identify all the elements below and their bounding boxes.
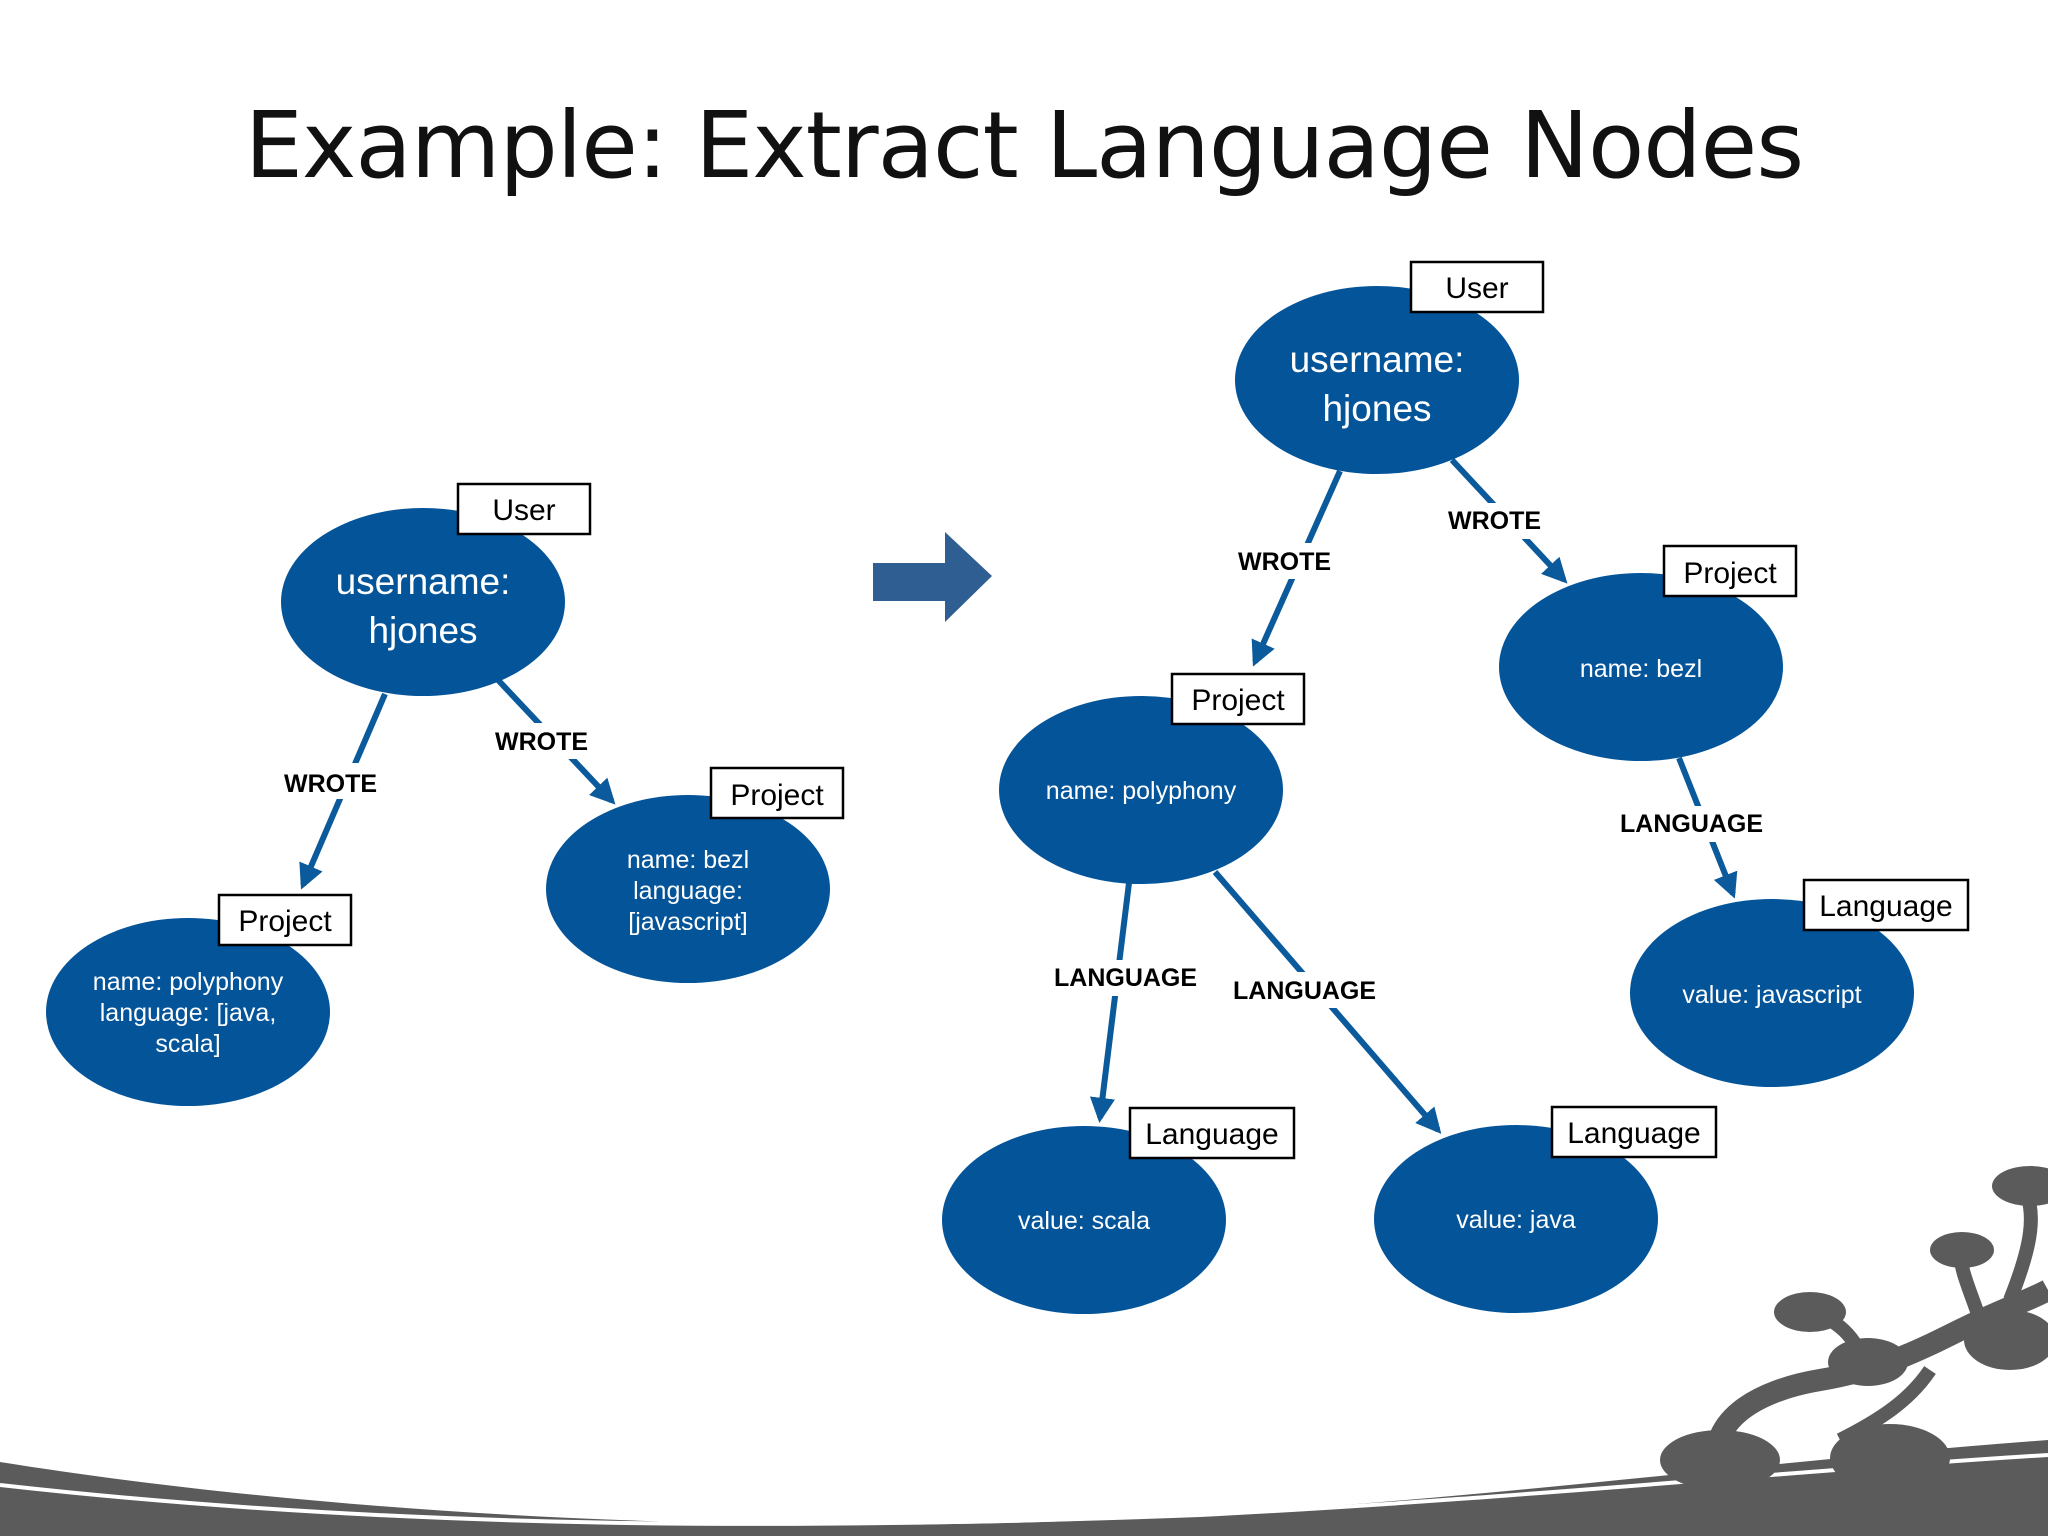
node-text: language: [java, bbox=[100, 999, 277, 1027]
node-text: name: bezl bbox=[627, 846, 749, 874]
node-type-box bbox=[1662, 544, 1798, 598]
node-type-label: Project bbox=[1683, 557, 1777, 590]
user-node bbox=[281, 508, 565, 696]
node-type-label: Language bbox=[1567, 1117, 1700, 1150]
edge-label: WROTE bbox=[284, 770, 377, 798]
node-text: username: bbox=[1290, 339, 1465, 380]
project-node bbox=[999, 696, 1283, 884]
edge-language-scala bbox=[1089, 882, 1132, 1124]
node-text: language: bbox=[633, 877, 743, 905]
node-type-label: Project bbox=[730, 779, 824, 812]
edge-label: WROTE bbox=[495, 728, 588, 756]
transform-arrow bbox=[873, 532, 992, 622]
node-type-box bbox=[1802, 878, 1970, 932]
node-type-label: User bbox=[1445, 272, 1508, 305]
node-text: hjones bbox=[1322, 388, 1431, 429]
language-node bbox=[1630, 899, 1914, 1087]
node-type-box bbox=[1170, 672, 1306, 726]
node-type-box bbox=[456, 482, 592, 536]
node-type-label: Project bbox=[1191, 684, 1285, 717]
slide-title: Example: Extract Language Nodes bbox=[244, 92, 1804, 199]
project-node bbox=[546, 795, 830, 983]
node-text: name: polyphony bbox=[1046, 777, 1237, 805]
node-type-box bbox=[1409, 260, 1545, 314]
language-node bbox=[1374, 1125, 1658, 1313]
node-text: value: java bbox=[1456, 1206, 1576, 1234]
node-type-box bbox=[1550, 1105, 1718, 1159]
node-text: name: bezl bbox=[1580, 655, 1702, 683]
user-node bbox=[1235, 286, 1519, 474]
edge-label: LANGUAGE bbox=[1054, 964, 1197, 992]
node-text: [javascript] bbox=[628, 908, 747, 936]
node-type-box bbox=[709, 766, 845, 820]
decorative-footer bbox=[0, 1166, 2048, 1536]
edge-label: WROTE bbox=[1238, 548, 1331, 576]
node-type-label: Language bbox=[1819, 890, 1952, 923]
edge-label: LANGUAGE bbox=[1233, 977, 1376, 1005]
node-text: value: scala bbox=[1018, 1207, 1150, 1235]
node-type-label: Project bbox=[238, 905, 332, 938]
node-text: scala] bbox=[155, 1030, 220, 1058]
project-node bbox=[46, 918, 330, 1106]
node-type-box bbox=[1128, 1106, 1296, 1160]
edge-label: WROTE bbox=[1448, 507, 1541, 535]
node-text: value: javascript bbox=[1682, 981, 1861, 1009]
language-node bbox=[942, 1126, 1226, 1314]
node-text: name: polyphony bbox=[93, 968, 284, 996]
node-text: username: bbox=[336, 561, 511, 602]
edge-label: LANGUAGE bbox=[1620, 810, 1763, 838]
node-type-label: Language bbox=[1145, 1118, 1278, 1151]
node-type-label: User bbox=[492, 494, 555, 527]
node-text: hjones bbox=[368, 610, 477, 651]
node-type-box bbox=[217, 893, 353, 947]
project-node bbox=[1499, 573, 1783, 761]
